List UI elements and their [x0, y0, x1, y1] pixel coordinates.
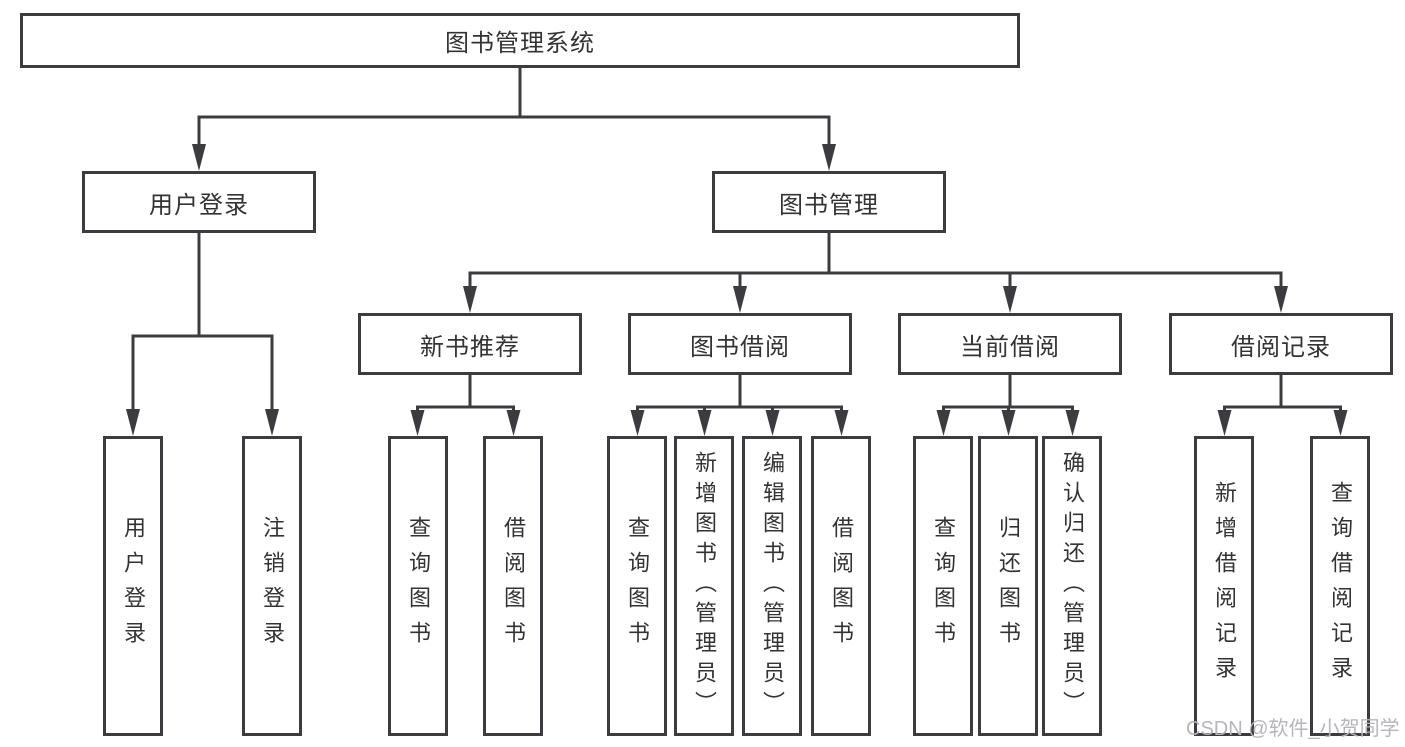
leaf-newbook-query-books-label: 查询图书 — [406, 516, 431, 656]
node-current-borrow-label: 当前借阅 — [960, 333, 1060, 361]
node-user-login-label: 用户登录 — [149, 191, 249, 219]
node-book-management: 图书管理 — [712, 171, 946, 233]
node-book-borrow: 图书借阅 — [628, 313, 852, 375]
node-user-login: 用户登录 — [82, 171, 316, 233]
leaf-edit-book-admin-label: 编辑图书（管理员） — [760, 451, 785, 721]
node-root-system-label: 图书管理系统 — [445, 30, 595, 57]
leaf-borrow-query-books-label: 查询图书 — [625, 516, 650, 656]
leaf-add-book-admin-label: 新增图书（管理员） — [692, 451, 717, 721]
leaf-edit-book-admin: 编辑图书（管理员） — [742, 436, 802, 736]
leaf-add-borrow-record: 新增借阅记录 — [1194, 436, 1254, 736]
leaf-return-books-label: 归还图书 — [996, 516, 1021, 656]
node-borrow-records: 借阅记录 — [1169, 313, 1393, 375]
node-borrow-records-label: 借阅记录 — [1231, 333, 1331, 361]
node-book-management-label: 图书管理 — [779, 191, 879, 219]
leaf-logout: 注销登录 — [242, 436, 302, 736]
node-new-book-recommend: 新书推荐 — [358, 313, 582, 375]
leaf-add-book-admin: 新增图书（管理员） — [674, 436, 734, 736]
leaf-query-borrow-record-label: 查询借阅记录 — [1328, 481, 1353, 691]
leaf-user-login-label: 用户登录 — [121, 516, 146, 656]
leaf-newbook-query-books: 查询图书 — [388, 436, 448, 736]
leaf-current-query-books-label: 查询图书 — [931, 516, 956, 656]
node-new-book-recommend-label: 新书推荐 — [420, 333, 520, 361]
connector-root-to-level2 — [192, 68, 836, 171]
leaf-borrow-borrow-books: 借阅图书 — [811, 436, 871, 736]
leaf-newbook-borrow-books: 借阅图书 — [483, 436, 543, 736]
connector-book-management-branch — [463, 233, 1288, 313]
leaf-query-borrow-record: 查询借阅记录 — [1310, 436, 1370, 736]
node-book-borrow-label: 图书借阅 — [690, 333, 790, 361]
connector-new-book-branch — [410, 375, 521, 436]
leaf-return-books: 归还图书 — [978, 436, 1038, 736]
csdn-watermark: CSDN @软件_小贺同学 — [1186, 718, 1400, 740]
connector-book-borrow-branch — [630, 375, 849, 436]
node-current-borrow: 当前借阅 — [898, 313, 1122, 375]
leaf-newbook-borrow-books-label: 借阅图书 — [501, 516, 526, 656]
leaf-confirm-return-admin-label: 确认归还（管理员） — [1060, 451, 1085, 721]
leaf-confirm-return-admin: 确认归还（管理员） — [1042, 436, 1102, 736]
connector-current-borrow-branch — [936, 375, 1080, 436]
leaf-borrow-query-books: 查询图书 — [607, 436, 667, 736]
leaf-user-login: 用户登录 — [103, 436, 163, 736]
leaf-current-query-books: 查询图书 — [913, 436, 973, 736]
connector-borrow-records-branch — [1217, 375, 1348, 436]
node-root-system: 图书管理系统 — [20, 13, 1020, 68]
leaf-logout-label: 注销登录 — [260, 516, 285, 656]
connector-user-login-branch — [126, 233, 279, 436]
leaf-add-borrow-record-label: 新增借阅记录 — [1212, 481, 1237, 691]
leaf-borrow-borrow-books-label: 借阅图书 — [829, 516, 854, 656]
